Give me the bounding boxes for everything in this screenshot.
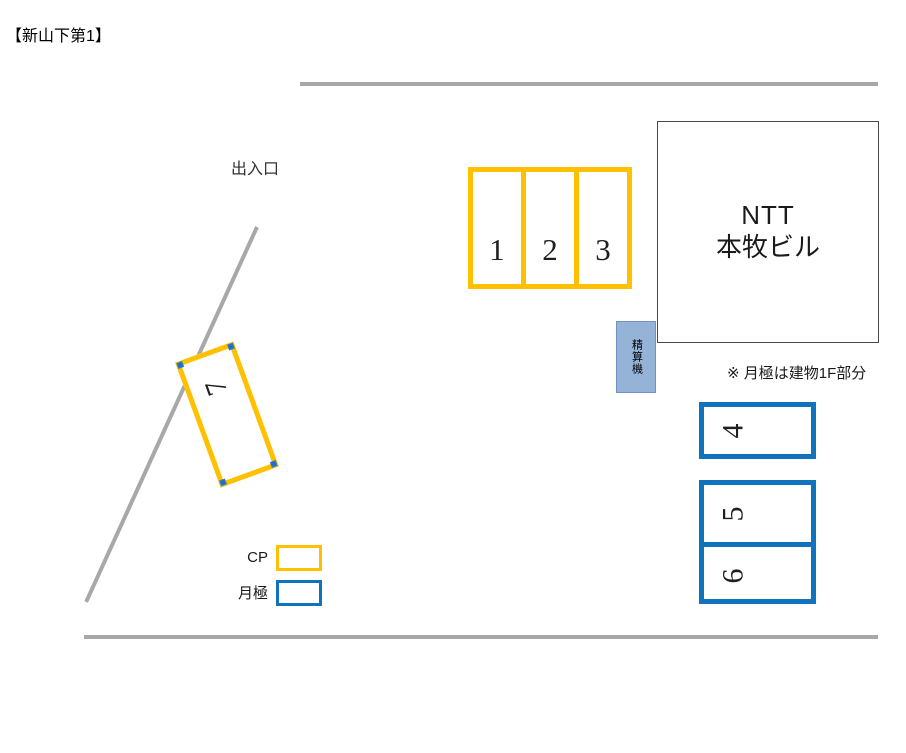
selection-handle-bottom-left[interactable]: [219, 478, 227, 487]
legend-swatch-monthly: [276, 579, 322, 606]
cp-stall-3-label: 3: [595, 232, 611, 267]
cp-stall-3[interactable]: 3: [574, 172, 627, 284]
ntt-building-label: NTT 本牧ビル: [716, 200, 820, 263]
ntt-building-line1: NTT: [741, 200, 795, 231]
legend-item-cp: CP: [224, 540, 322, 575]
boundary-line-bottom: [84, 635, 878, 639]
selection-handle-bottom-right[interactable]: [269, 460, 278, 468]
selection-handle-top-left[interactable]: [176, 361, 185, 369]
monthly-stall-4[interactable]: 4: [699, 402, 816, 459]
monthly-stall-5-label: 5: [716, 506, 750, 521]
entrance-exit-label: 出入口: [231, 161, 280, 178]
monthly-parking-note: ※ 月極は建物1F部分: [727, 365, 867, 382]
ntt-building: NTT 本牧ビル: [657, 121, 879, 343]
ntt-building-line2: 本牧ビル: [715, 232, 820, 262]
legend-item-monthly: 月極: [224, 575, 322, 610]
payment-machine-box[interactable]: 精算機: [616, 321, 656, 393]
cp-stall-2-label: 2: [542, 232, 558, 267]
monthly-stall-group-56: 5 6: [699, 480, 816, 604]
selection-handle-top-right[interactable]: [227, 342, 235, 351]
legend-label-cp: CP: [247, 549, 268, 566]
monthly-stall-5[interactable]: 5: [704, 485, 811, 542]
page-title: 【新山下第1】: [6, 28, 111, 45]
cp-stall-7-label: 7: [199, 375, 235, 400]
monthly-stall-4-label: 4: [716, 423, 750, 438]
cp-stall-7[interactable]: 7: [175, 341, 279, 488]
legend-swatch-cp: [276, 544, 322, 571]
cp-stall-2[interactable]: 2: [521, 172, 574, 284]
cp-stall-1-label: 1: [489, 232, 505, 267]
payment-machine-label: 精算機: [630, 339, 643, 375]
cp-stall-row: 1 2 3: [468, 167, 632, 289]
road-line-top: [300, 82, 878, 86]
legend-label-monthly: 月極: [237, 585, 268, 602]
cp-stall-1[interactable]: 1: [473, 172, 521, 284]
monthly-stall-divider: [704, 542, 811, 547]
monthly-stall-6-label: 6: [716, 568, 750, 583]
monthly-stall-6[interactable]: 6: [704, 547, 811, 604]
legend: CP 月極: [224, 540, 322, 610]
